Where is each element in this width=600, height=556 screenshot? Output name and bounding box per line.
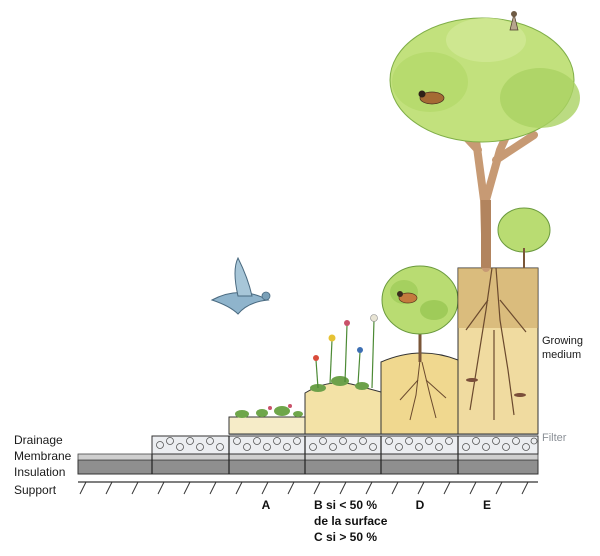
label-section-b-1: B si < 50 %: [314, 498, 377, 512]
label-membrane: Membrane: [14, 449, 72, 463]
drainage-gravel-layer: [151, 433, 539, 455]
layer-labels: Drainage Membrane Insulation Support: [14, 433, 72, 497]
label-section-e: E: [483, 498, 491, 512]
label-insulation: Insulation: [14, 465, 65, 479]
tree-birds: [418, 11, 519, 105]
label-growing-medium-2: medium: [542, 349, 581, 361]
section-b-c-substrate: [304, 314, 382, 435]
label-section-c: C si > 50 %: [314, 530, 377, 544]
label-section-a: A: [262, 498, 271, 512]
tree: [389, 17, 580, 272]
section-labels: A B si < 50 % de la surface C si > 50 % …: [262, 498, 491, 544]
shrub-bird: [397, 291, 418, 304]
label-drainage: Drainage: [14, 433, 63, 447]
section-a-substrate: [228, 404, 306, 435]
section-d-substrate: [380, 352, 459, 435]
right-labels: Filter Growing medium: [542, 335, 583, 444]
label-growing-medium-1: Growing: [542, 335, 583, 347]
flying-bird: [210, 256, 271, 315]
label-filter: Filter: [542, 432, 567, 444]
support-layer: [77, 453, 539, 495]
label-section-d: D: [416, 498, 425, 512]
shrub: [381, 265, 459, 362]
label-support: Support: [14, 483, 57, 497]
section-e-substrate: [457, 267, 539, 435]
label-section-b-2: de la surface: [314, 514, 388, 528]
